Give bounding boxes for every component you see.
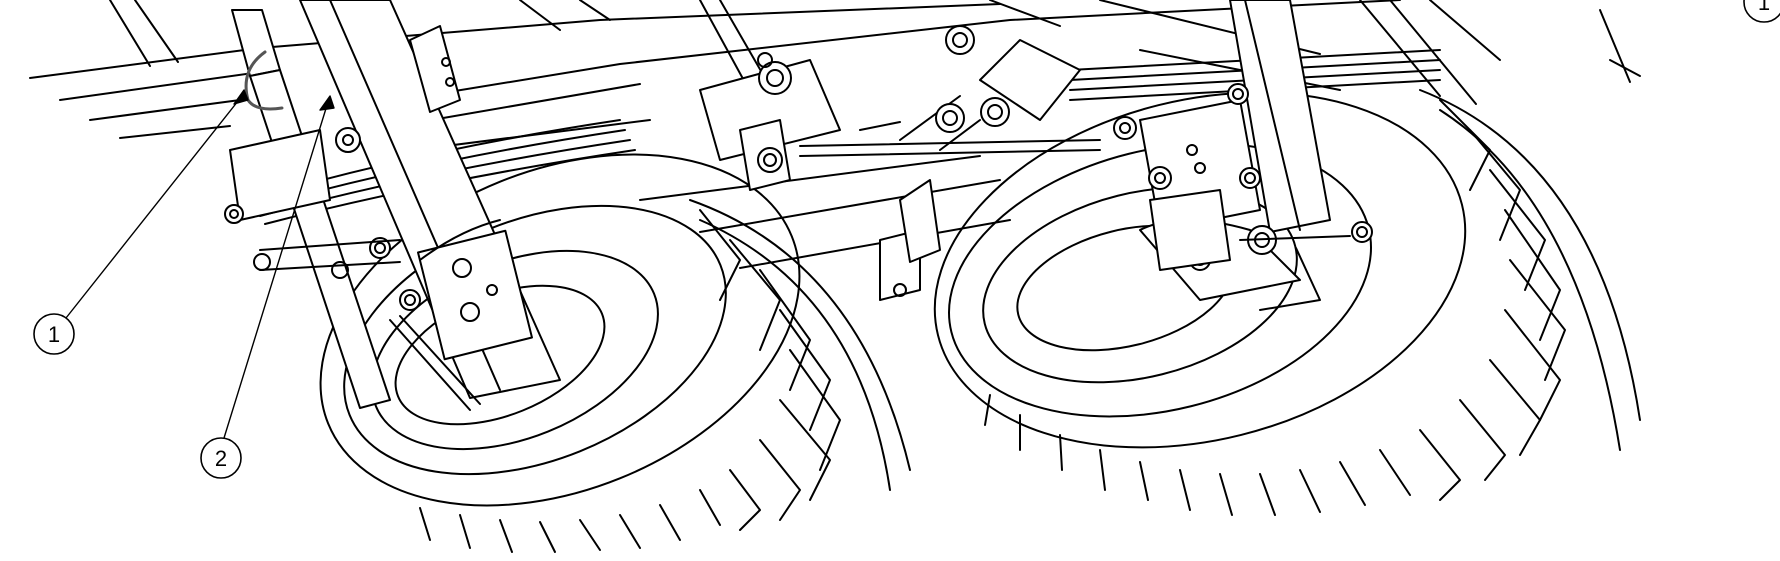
right-strut: [1113, 0, 1373, 311]
callout-edge-label: 1: [1758, 0, 1770, 15]
callout-2: 2: [200, 437, 242, 479]
callout-1: 1: [33, 313, 75, 355]
tie-rod-assembly: [699, 25, 1101, 301]
highlighted-pin: [335, 127, 361, 153]
callout-2-label: 2: [215, 446, 227, 471]
leader-lines: [65, 89, 335, 439]
left-bracket: [224, 25, 461, 279]
right-tire-tread: [984, 99, 1566, 516]
callout-1-label: 1: [48, 322, 60, 347]
left-tire-tread: [419, 209, 841, 553]
callout-edge: 1: [1743, 0, 1780, 23]
